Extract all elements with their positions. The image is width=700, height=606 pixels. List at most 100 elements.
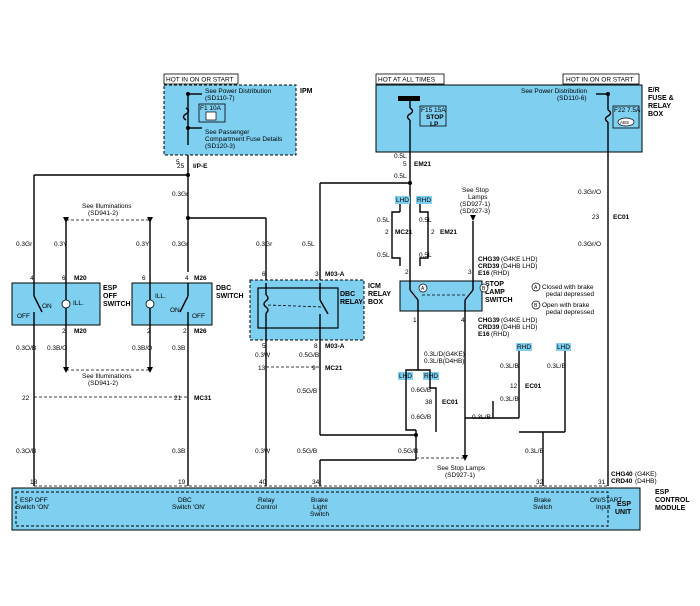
pin: 2 xyxy=(62,328,66,335)
connector-note: (D4HB LHD) xyxy=(501,324,537,331)
connector-label: CHG40 xyxy=(611,471,633,478)
er-label1: E/R xyxy=(648,87,660,94)
er-refb: (SD110-6) xyxy=(557,95,587,102)
er-ref: See Power Distribution xyxy=(521,88,587,95)
connector-label: EC01 xyxy=(442,399,459,406)
wire-label: 0.3B/O xyxy=(47,345,67,352)
ipm-hot-header-text: HOT IN ON OR START xyxy=(166,77,234,84)
stop-lp-label1: STOP xyxy=(426,114,444,121)
dbc-relay-label2: RELAY xyxy=(340,299,363,306)
connector-label: EC01 xyxy=(525,383,542,390)
connector-label: CHG39 xyxy=(478,256,500,263)
esp-module-label1: ESP xyxy=(655,489,669,496)
connector-label: M20 xyxy=(74,275,87,282)
connector-note: (D4HB) xyxy=(635,478,657,485)
dbc-switch-name2: SWITCH xyxy=(216,293,244,300)
input-dbc-b: Switch 'ON' xyxy=(172,504,205,511)
pin: 6 xyxy=(62,275,66,282)
stop-refd: (SD927-3) xyxy=(460,208,490,215)
wire-label: 0.3L/B xyxy=(500,396,519,403)
input-esp-off: ESP OFF xyxy=(20,497,48,504)
pin: 4 xyxy=(30,275,34,282)
abs-fuse: F22 7.5A xyxy=(614,107,641,114)
lamp-icon xyxy=(145,299,155,309)
input-brake-light: Brake xyxy=(311,497,328,504)
connector-label: E16 xyxy=(478,331,490,338)
er-hot-header-text: HOT IN ON OR START xyxy=(566,77,634,84)
er-box xyxy=(375,84,643,153)
pin: 3 xyxy=(315,271,319,278)
pin: 8 xyxy=(314,343,318,350)
on-label: ON xyxy=(170,307,180,314)
input-relay: Relay xyxy=(258,497,275,504)
wire-label: 0.5L xyxy=(394,173,407,180)
pin: 18 xyxy=(30,479,38,486)
stop-fuse: F15 15A xyxy=(421,107,446,114)
connector-note: (RHD) xyxy=(491,270,509,277)
esp-off-switch-box xyxy=(11,282,101,326)
legend-a-marker: A xyxy=(534,285,538,291)
all-times-header xyxy=(375,73,445,85)
ipm-pin: 25 xyxy=(177,163,185,170)
off-label: OFF xyxy=(192,313,205,320)
wire-label: 0.3Gr xyxy=(256,241,273,248)
pin: 4 xyxy=(185,275,189,282)
rhd-tag xyxy=(516,343,532,351)
input-relay-b: Control xyxy=(256,504,278,511)
connector-label: MC21 xyxy=(395,229,413,236)
wire-label: 0.3Gr/O xyxy=(578,189,601,196)
pin: 34 xyxy=(312,479,320,486)
input-dbc: DBC xyxy=(178,497,192,504)
connector-label: M26 xyxy=(194,275,207,282)
dbc-relay-label1: DBC xyxy=(340,291,355,298)
rhd-tag xyxy=(416,196,432,204)
pin: 5 xyxy=(176,159,180,166)
pin: 9 xyxy=(312,365,316,372)
dbc-relay-box xyxy=(257,287,339,329)
lhd-tag xyxy=(556,343,571,351)
pin: 31 xyxy=(598,479,606,486)
esp-module-label2: CONTROL xyxy=(655,497,690,504)
wire-label: 0.3L/B xyxy=(525,448,544,455)
wire-label: 0.3B/O xyxy=(132,345,152,352)
connector-label: EM21 xyxy=(440,229,457,236)
stop-refc: (SD927-1) xyxy=(460,201,490,208)
icm-label3: BOX xyxy=(368,299,384,306)
pin: 12 xyxy=(510,383,518,390)
pin: 40 xyxy=(259,479,267,486)
er-hot-header xyxy=(562,73,640,85)
esp-unit-label1: ESP xyxy=(617,501,631,508)
stop-ref: See Stop xyxy=(462,187,489,194)
connector-note: (D4HB LHD) xyxy=(501,263,537,270)
pin: 19 xyxy=(178,479,186,486)
wire-label: 0.3W xyxy=(255,352,271,359)
pin: 1 xyxy=(413,317,417,324)
lhd-tag-text: LHD xyxy=(557,344,570,351)
stop-switch-name1: STOP xyxy=(485,281,504,288)
pin: 23 xyxy=(592,214,600,221)
wire-label: 0.3L/B xyxy=(547,363,566,370)
ill-label: ILL. xyxy=(155,293,166,300)
input-brake-switch-b: Switch xyxy=(533,504,553,511)
rhd-tag-text: RHD xyxy=(417,197,431,204)
icm-label1: ICM xyxy=(368,283,381,290)
stop-fuse-box xyxy=(419,105,447,127)
dbc-switch-name: DBC xyxy=(216,285,231,292)
er-label4: BOX xyxy=(648,111,664,118)
esp-module-label3: MODULE xyxy=(655,505,686,512)
connector-note: (G4KE LHD) xyxy=(501,317,537,324)
wire-label: 0.3Y xyxy=(136,241,150,248)
illum-note: See Illuminations xyxy=(82,373,132,380)
connector-label: EC01 xyxy=(613,214,630,221)
off-label: OFF xyxy=(17,313,30,320)
icm-label2: RELAY xyxy=(368,291,391,298)
a-marker xyxy=(418,283,428,293)
legend-b: Open with brake xyxy=(542,302,590,309)
bus-bar xyxy=(398,96,420,101)
stop-ref2b: (SD927-1) xyxy=(445,472,475,479)
wire-label: 0.3Gr/O xyxy=(578,241,601,248)
pin: 32 xyxy=(536,479,544,486)
wire-label: 0.5L xyxy=(302,241,315,248)
pin: 22 xyxy=(22,395,30,402)
